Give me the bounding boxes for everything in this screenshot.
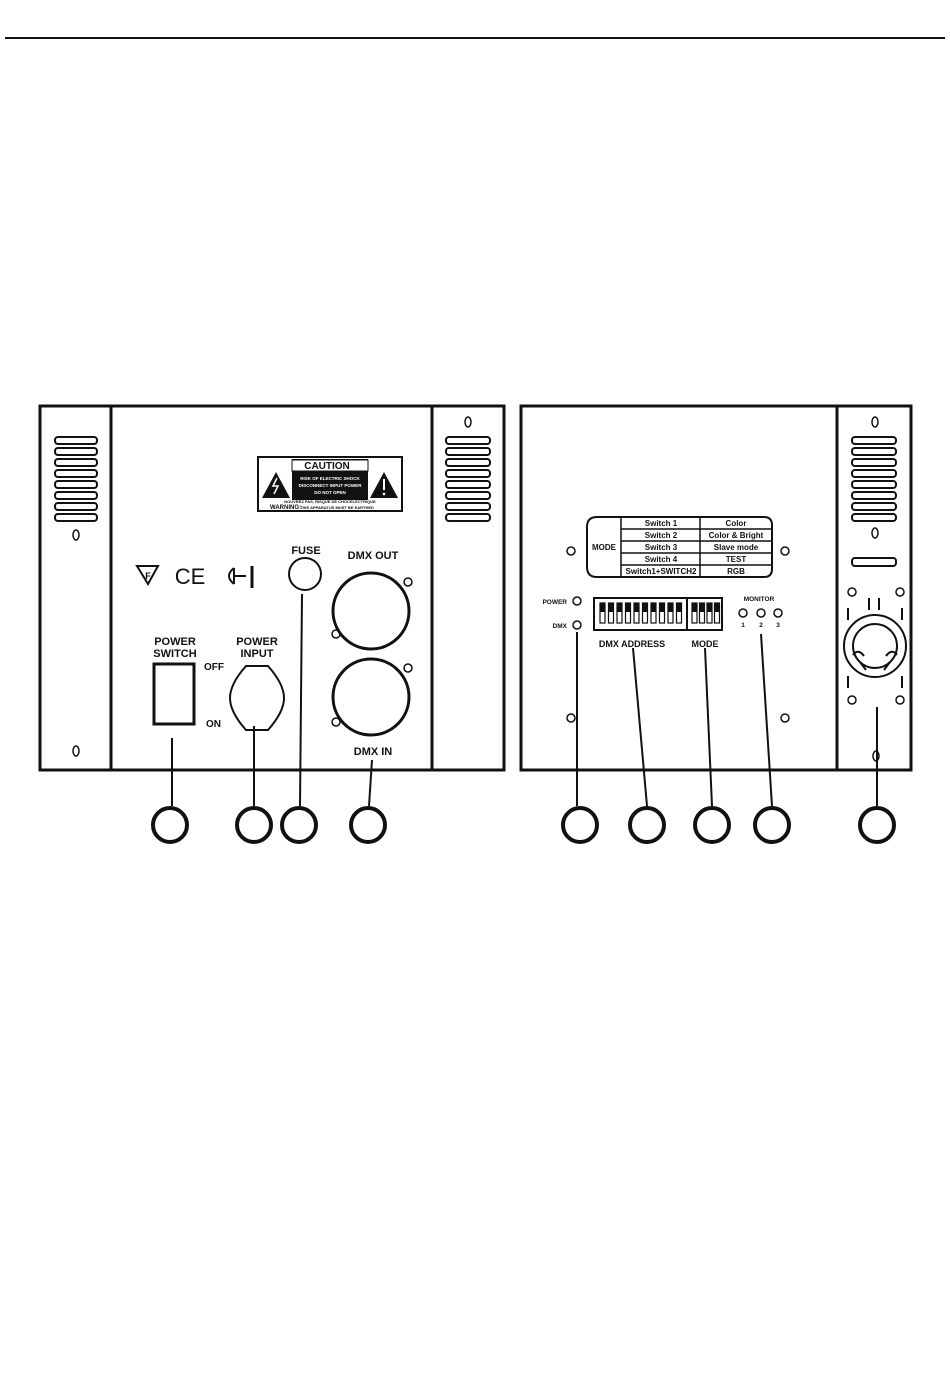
monitor-led-label: 2 — [759, 622, 763, 629]
dmx-out-connector[interactable] — [331, 571, 411, 651]
callout-circle — [561, 806, 599, 844]
dip-switch-knob — [642, 603, 648, 612]
caution-line: RISK OF ELECTRIC SHOCK — [300, 476, 360, 481]
callout-circle — [693, 806, 731, 844]
callout-circle — [280, 806, 318, 844]
power-led — [572, 596, 582, 606]
monitor-led-label: 1 — [741, 622, 745, 629]
off-label: OFF — [204, 662, 224, 673]
caution-line: NOUVREZ PAS, RISQUE DE CHOCELECTRIQUE — [284, 499, 376, 504]
dip-switch-knob — [651, 603, 656, 612]
right-panel — [519, 404, 913, 807]
dmx-out-label: DMX OUT — [348, 550, 399, 562]
callout-circle — [628, 806, 666, 844]
callout-circles — [151, 806, 896, 844]
dmx-in-label: DMX IN — [354, 746, 393, 758]
caution-warning-text: THIS APPARATUS MUST BE EARTHED — [300, 505, 374, 510]
callout-circle — [349, 806, 387, 844]
dmx-led — [572, 620, 582, 630]
callout-circle — [151, 806, 189, 844]
monitor-led-1 — [738, 608, 748, 618]
mounting-hole — [72, 529, 80, 541]
power-switch[interactable] — [152, 662, 196, 726]
mode-table-switch: Switch 3 — [645, 543, 678, 552]
mounting-hole — [72, 745, 80, 757]
dip-switch-knob — [714, 603, 720, 612]
mode-table — [586, 516, 773, 578]
monitor-label: MONITOR — [744, 596, 775, 603]
right-vent-slots — [851, 436, 897, 522]
dip-switch-knob — [625, 603, 631, 612]
dip-switch-knob — [676, 603, 682, 612]
callout-circle — [858, 806, 896, 844]
power-input-socket[interactable] — [228, 665, 286, 731]
caution-warning-prefix: WARNING: — [270, 505, 301, 511]
mode-table-function: Slave mode — [714, 543, 759, 552]
caution-title: CAUTION — [304, 461, 350, 472]
dip-switch-knob — [600, 603, 605, 612]
power-switch-label: POWER — [154, 636, 196, 648]
mounting-hole — [464, 416, 472, 428]
left-panel-side-vent-slots — [445, 436, 491, 522]
dip-switch-knob — [707, 603, 712, 612]
dmx-led-label: DMX — [553, 623, 568, 630]
power-input-label: INPUT — [241, 648, 274, 660]
mode-table-switch: Switch 2 — [645, 531, 678, 540]
caution-line: DISCONNECT INPUT POWER — [299, 483, 363, 488]
monitor-led-3 — [773, 608, 783, 618]
mode-table-label: MODE — [592, 543, 617, 552]
monitor-led-2 — [756, 608, 766, 618]
fuse-label: FUSE — [291, 545, 320, 557]
left-vent-slots — [54, 436, 98, 522]
lightning-warning-icon — [262, 472, 290, 498]
left-panel — [38, 404, 506, 807]
power-led-label: POWER — [542, 599, 567, 606]
mode-table-function: TEST — [726, 555, 747, 564]
mode-dip-label: MODE — [692, 639, 719, 649]
callout-circle — [753, 806, 791, 844]
ground-mark — [135, 565, 160, 586]
dip-switch-knob — [608, 603, 614, 612]
mode-table-function: Color & Bright — [709, 531, 764, 540]
ce-mark: CE — [175, 564, 206, 589]
dip-switch-knob — [617, 603, 622, 612]
callout-circle — [235, 806, 273, 844]
fuse-holder[interactable] — [288, 557, 322, 591]
power-input-label: POWER — [236, 636, 278, 648]
dmx-in-connector[interactable] — [331, 657, 411, 737]
fan-icon — [843, 587, 907, 705]
caution-line: DO NOT OPEN — [314, 490, 346, 495]
dip-switch-toggles — [599, 602, 721, 624]
power-switch-label: SWITCH — [153, 648, 196, 660]
cable-mark-icon — [228, 566, 254, 588]
monitor-led-label: 3 — [776, 622, 780, 629]
mode-table-function: RGB — [727, 567, 745, 576]
dip-switch-block[interactable] — [593, 597, 723, 631]
on-label: ON — [206, 719, 221, 730]
dip-switch-knob — [668, 603, 673, 612]
dmx-address-label: DMX ADDRESS — [599, 639, 665, 649]
dip-switch-knob — [659, 603, 665, 612]
dip-switch-knob — [699, 603, 705, 612]
dip-switch-knob — [692, 603, 697, 612]
mode-table-switch: Switch 4 — [645, 555, 678, 564]
f-mark: F — [145, 571, 151, 581]
caution-label — [257, 456, 403, 512]
mode-table-switch: Switch 1 — [645, 519, 678, 528]
mode-table-switch: Switch1+SWITCH2 — [626, 567, 697, 576]
dip-switch-knob — [634, 603, 639, 612]
mode-table-function: Color — [726, 519, 747, 528]
